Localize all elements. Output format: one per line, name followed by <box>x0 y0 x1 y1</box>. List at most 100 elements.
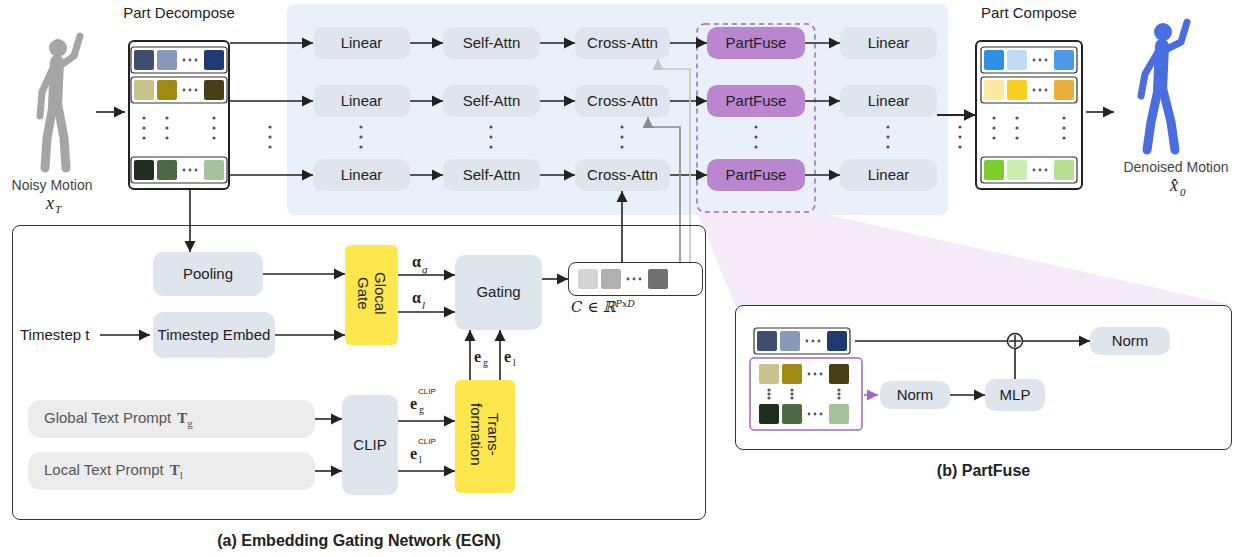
ellipsis-dot <box>1033 89 1036 92</box>
ellipsis-dot <box>790 388 793 391</box>
ellipsis-dot <box>1039 169 1042 172</box>
ellipsis-dot <box>620 125 623 128</box>
ellipsis-dot <box>620 145 623 148</box>
caption-label: Timestep t <box>20 327 89 342</box>
ellipsis-dot <box>633 278 636 281</box>
connector-arrow <box>499 330 501 380</box>
token-group: Part Decompose <box>128 40 230 190</box>
connector-arrow <box>937 114 975 116</box>
ellipsis-dot <box>1015 116 1018 119</box>
token <box>648 269 668 289</box>
process-box: Linear <box>840 159 937 191</box>
token <box>759 364 779 384</box>
text-wrap: Self-Attn <box>463 34 521 52</box>
zoom-wedge <box>697 212 1232 305</box>
box-label: Self-Attn <box>463 34 521 51</box>
math-symbol: g <box>483 358 488 368</box>
box-label: Self-Attn <box>463 166 521 183</box>
text-wrap: Linear <box>868 92 910 110</box>
ellipsis-dot <box>489 135 492 138</box>
math-symbol: x <box>46 194 54 212</box>
ellipsis-dot <box>958 135 961 138</box>
box-label: Pooling <box>183 265 233 282</box>
connector-arrow <box>670 42 707 44</box>
token <box>601 269 621 289</box>
text-wrap: Self-Attn <box>463 166 521 184</box>
math-symbol: CLIP <box>418 388 436 396</box>
token-row <box>754 328 850 354</box>
box-label: Local Text Prompt <box>44 461 164 478</box>
text-wrap: Pooling <box>183 265 233 283</box>
token <box>1054 160 1074 180</box>
token <box>1007 80 1027 100</box>
ellipsis-dot <box>790 396 793 399</box>
condition-box: C ∈ ℝᴾˣᴰ <box>568 262 703 296</box>
ellipsis-dot <box>639 278 642 281</box>
math-symbol: e <box>504 349 511 365</box>
box-label: CLIP <box>353 436 386 453</box>
token <box>827 331 847 351</box>
box-label: Cross-Attn <box>587 34 658 51</box>
process-box: CLIP <box>342 395 398 495</box>
ellipsis-dot <box>195 169 198 172</box>
box-label: T <box>170 462 180 478</box>
text-wrap: PartFuse <box>726 92 787 110</box>
process-box: Linear <box>313 85 410 117</box>
input-arrow <box>96 111 125 113</box>
connector-arrow <box>398 420 455 422</box>
ellipsis-dot <box>1015 136 1018 139</box>
ellipsis-dot <box>806 340 809 343</box>
timestep-arrow <box>100 334 150 336</box>
ellipsis-dot <box>1045 89 1048 92</box>
box-label: MLP <box>1000 386 1031 403</box>
token <box>578 269 598 289</box>
token <box>757 331 777 351</box>
gate-block: Glocal Gate <box>345 245 398 345</box>
other-parts-box <box>750 358 862 430</box>
ellipsis-dot <box>212 116 215 119</box>
connector-arrow <box>540 100 575 102</box>
ellipsis-dot <box>958 145 961 148</box>
text-wrap: Cross-Attn <box>587 92 658 110</box>
process-box: Norm <box>1090 327 1170 355</box>
output-arrow <box>1086 111 1114 113</box>
partfuse-block: PartFuse <box>707 159 805 191</box>
process-box: Gating <box>455 255 542 330</box>
token <box>134 160 154 180</box>
connector-arrow <box>315 418 342 420</box>
text-wrap: Glocal Gate <box>354 258 389 332</box>
denoised-figure <box>1141 22 1187 150</box>
ellipsis-dot <box>1039 59 1042 62</box>
ellipsis-dot <box>767 396 770 399</box>
box-label: g <box>187 417 193 429</box>
ellipsis-dot <box>142 116 145 119</box>
box-label: Linear <box>868 166 910 183</box>
connector-arrow <box>670 100 707 102</box>
math-symbol: g <box>422 264 428 275</box>
module-panel: PoolingTimestep EmbedGlocal GateGatingC … <box>12 225 706 520</box>
noisy-figure <box>40 36 80 168</box>
ellipsis-dot <box>886 135 889 138</box>
ellipsis-dot <box>489 125 492 128</box>
process-box: Norm <box>880 381 950 409</box>
process-box: Pooling <box>153 252 263 296</box>
ellipsis-dot <box>489 145 492 148</box>
ellipsis-dot <box>812 340 815 343</box>
ellipsis-dot <box>818 340 821 343</box>
text-wrap: Global Text PromptTg <box>44 409 193 430</box>
connector-arrow <box>937 114 975 116</box>
text-wrap: MLP <box>1000 386 1031 404</box>
ellipsis-dot <box>814 373 817 376</box>
connector-arrow <box>263 273 345 275</box>
connector-arrow <box>410 42 443 44</box>
process-box: Cross-Attn <box>575 27 670 59</box>
connector-arrow <box>542 278 568 280</box>
text-wrap: Linear <box>341 166 383 184</box>
heading: (a) Embedding Gating Network (EGN) <box>13 532 705 550</box>
connector-arrow <box>275 334 345 336</box>
text-wrap: Linear <box>868 34 910 52</box>
ellipsis-dot <box>268 135 271 138</box>
ellipsis-dot <box>165 136 168 139</box>
ellipsis-dot <box>790 392 793 395</box>
ellipsis-dot <box>627 278 630 281</box>
